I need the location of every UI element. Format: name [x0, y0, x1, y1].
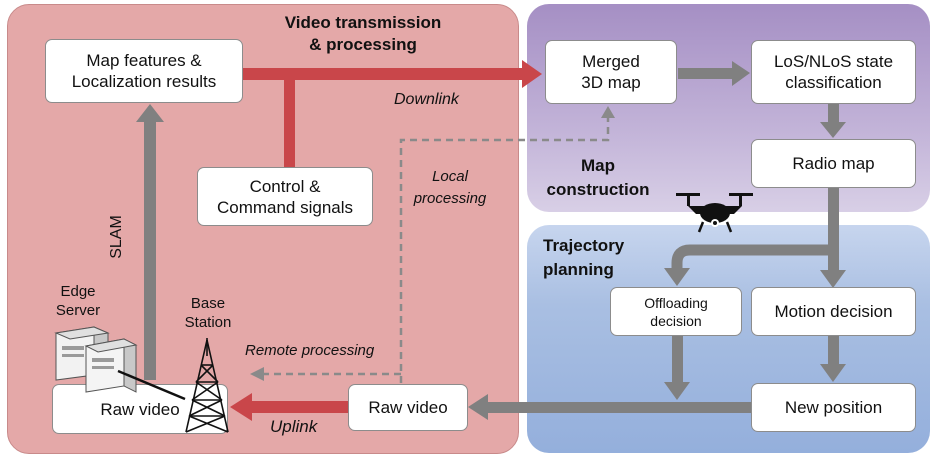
position-to-rawvideo-body	[484, 402, 752, 413]
merged-map-box: Merged 3D map	[545, 40, 677, 104]
radio-to-offloading-branch	[671, 244, 833, 270]
control-signals-box: Control & Command signals	[197, 167, 373, 226]
radio-to-motion-head	[820, 270, 846, 288]
local-processing-head	[601, 106, 615, 118]
edge-server-label: Edge Server	[55, 283, 101, 319]
radio-to-offloading-head	[664, 268, 690, 286]
offloading-decision-box: Offloading decision	[610, 287, 742, 336]
los-to-radio-head	[820, 122, 846, 138]
remote-processing-head	[250, 367, 264, 381]
raw-video-mid-box: Raw video	[348, 384, 468, 431]
downlink-label: Downlink	[394, 91, 459, 108]
slam-arrow-body	[144, 118, 156, 380]
motion-to-position-head	[820, 364, 846, 382]
uplink-label: Uplink	[270, 417, 318, 436]
radio-map-box: Radio map	[751, 139, 916, 188]
motion-to-position-body	[828, 336, 839, 366]
offloading-down-body	[672, 336, 683, 384]
slam-arrow-head	[136, 104, 164, 122]
radio-to-motion-body	[828, 188, 839, 272]
drone-icon	[676, 193, 753, 233]
merged-to-los-body	[678, 68, 734, 79]
motion-decision-box: Motion decision	[751, 287, 916, 336]
local-processing-dashed	[399, 118, 610, 383]
offloading-down-head	[664, 382, 690, 400]
base-station-label: Base Station	[184, 295, 232, 331]
los-nlos-box: LoS/NLoS state classification	[751, 40, 916, 104]
los-to-radio-body	[828, 104, 839, 124]
raw-video-left-box: Raw video	[52, 384, 228, 434]
local-processing-label: Local processing	[413, 168, 487, 207]
downlink-arrow-body	[242, 68, 524, 80]
remote-processing-label: Remote processing	[245, 342, 375, 359]
uplink-arrow-head	[230, 393, 252, 421]
video-section-title: Video transmission & processing	[284, 13, 442, 54]
merged-to-los-head	[732, 61, 750, 86]
edge-server-icon	[54, 326, 186, 401]
position-to-rawvideo-head	[468, 394, 488, 420]
map-section-title: Map construction	[546, 156, 650, 199]
map-features-box: Map features & Localization results	[45, 39, 243, 103]
trajectory-section-title: Trajectory planning	[543, 236, 625, 279]
uplink-arrow-body	[250, 401, 350, 413]
new-position-box: New position	[751, 383, 916, 432]
base-station-tower-icon	[185, 338, 229, 433]
control-signal-stem	[284, 74, 295, 168]
downlink-arrow-head	[522, 60, 542, 88]
